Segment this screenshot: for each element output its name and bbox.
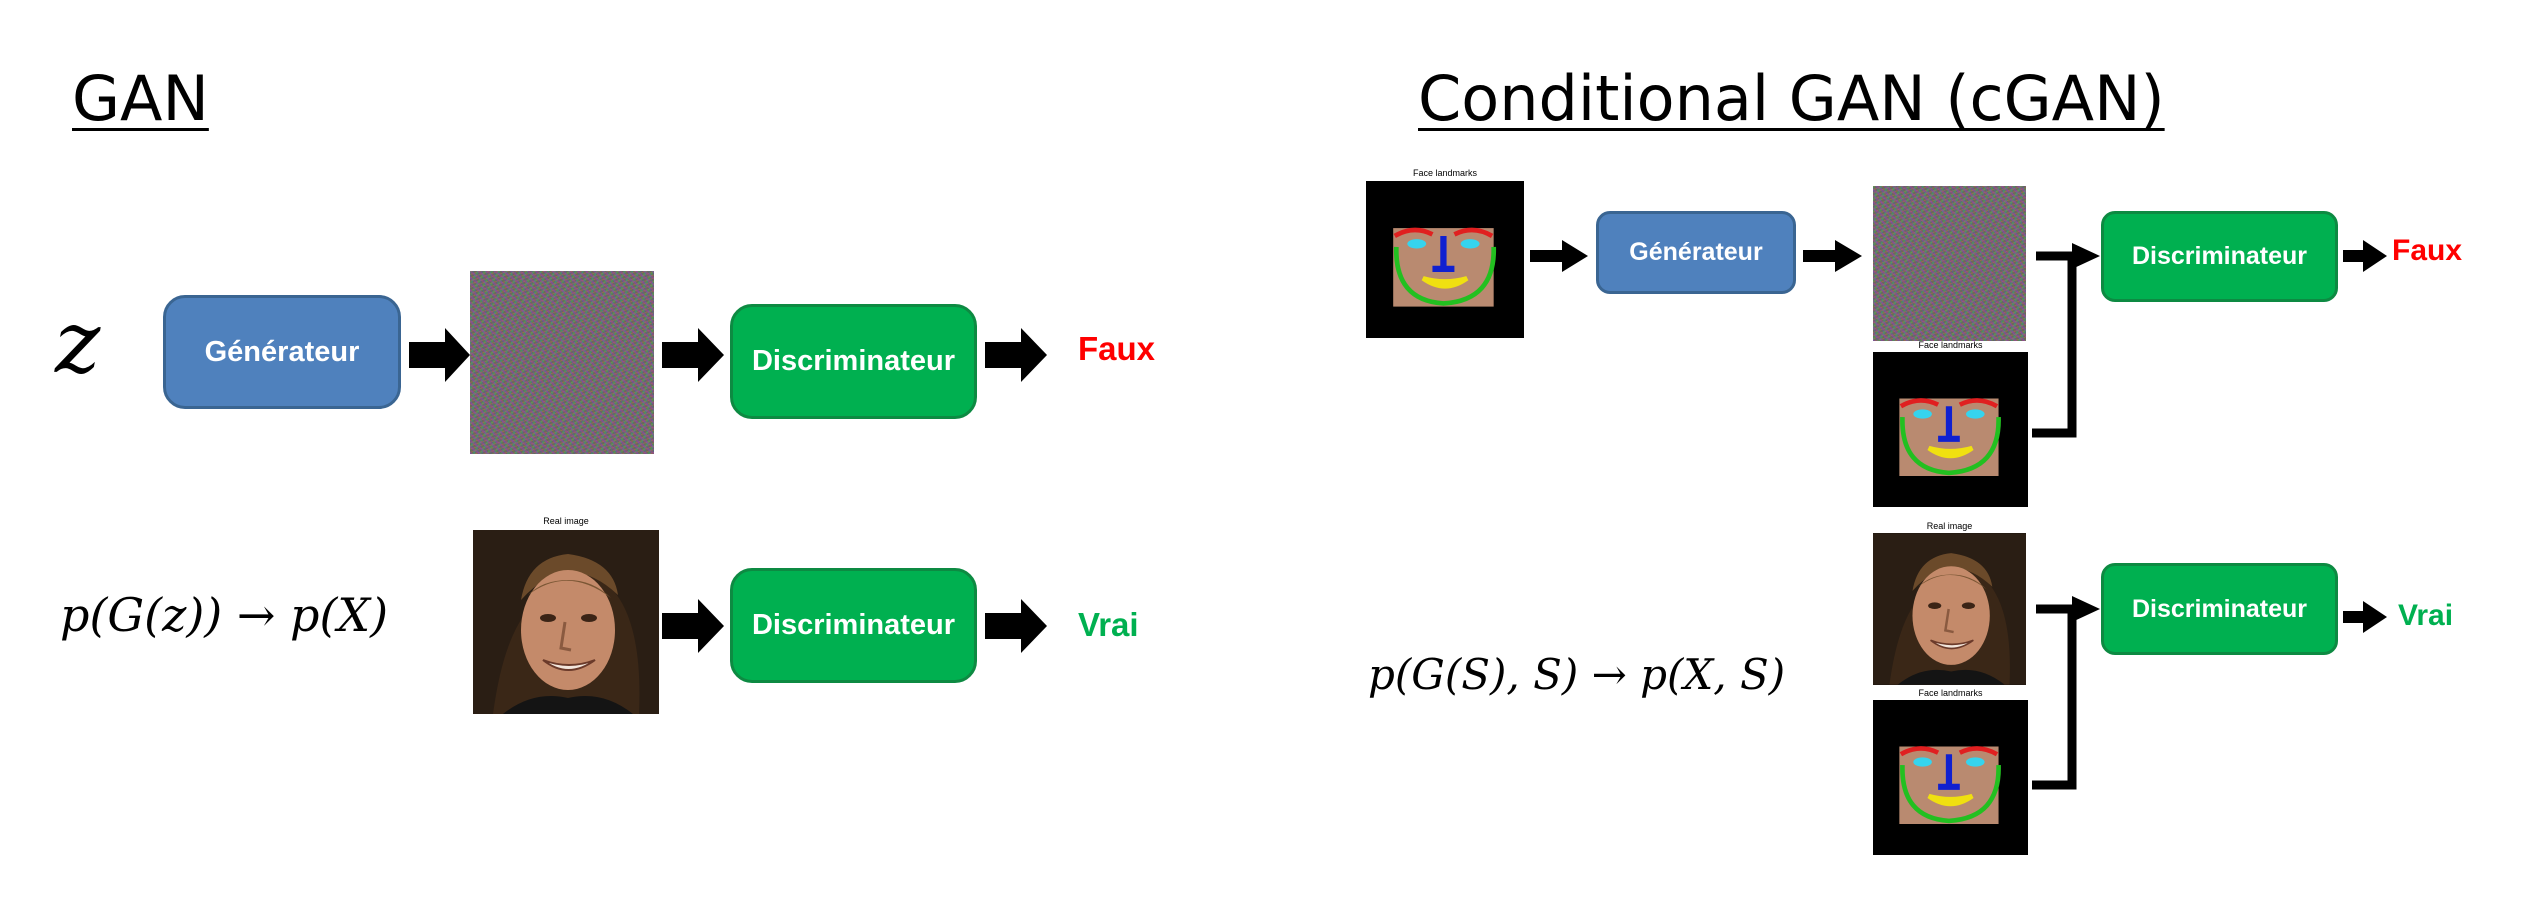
real-image-caption: Real image	[543, 516, 589, 526]
landmarks-top-caption: Face landmarks	[1918, 340, 1983, 350]
connector-landmarks-merge-bottom	[2032, 609, 2077, 790]
arrow-discriminator-to-real-right	[2343, 601, 2387, 633]
discriminator-bottom-box: Discriminateur	[730, 568, 977, 683]
cgan-output-fake-label: Faux	[2392, 234, 2463, 267]
cgan-discriminator-top-box: Discriminateur	[2101, 211, 2338, 302]
arrow-discriminator-to-real	[985, 599, 1047, 653]
generator-box: Générateur	[163, 295, 401, 409]
arrowhead-merge-bottom	[2072, 596, 2100, 622]
landmarks-bottom-image	[1873, 700, 2028, 855]
arrow-generator-to-noise	[409, 328, 470, 382]
cgan-real-face-image	[1873, 533, 2026, 685]
gan-title: GAN	[72, 62, 209, 135]
landmarks-top-image	[1873, 352, 2028, 507]
cgan-real-image-caption: Real image	[1926, 521, 1973, 531]
z-symbol: z	[55, 293, 101, 393]
real-face-image	[473, 530, 659, 714]
landmarks-input-image	[1366, 181, 1524, 338]
discriminator-top-box: Discriminateur	[730, 304, 977, 419]
generated-noise-image	[470, 271, 654, 454]
arrow-noise-to-discriminator	[662, 328, 724, 382]
landmarks-bottom-caption: Face landmarks	[1918, 688, 1983, 698]
cgan-formula: p(G(S), S) → p(X, S)	[1368, 650, 1786, 699]
arrow-discriminator-to-fake-right	[2343, 240, 2387, 272]
cgan-discriminator-bottom-box: Discriminateur	[2101, 563, 2338, 655]
cgan-title: Conditional GAN (cGAN)	[1418, 62, 2165, 135]
landmarks-input-caption: Face landmarks	[1412, 168, 1478, 178]
cgan-output-real-label: Vrai	[2398, 599, 2454, 632]
arrow-generator-to-noise-right	[1803, 240, 1862, 272]
cgan-generated-noise-image	[1873, 186, 2026, 341]
arrowhead-merge-top	[2072, 243, 2100, 269]
arrow-landmarks-to-generator	[1530, 240, 1588, 272]
output-real-label: Vrai	[1078, 606, 1139, 643]
connector-landmarks-merge-top	[2032, 256, 2077, 438]
arrow-real-to-discriminator	[662, 599, 724, 653]
arrow-discriminator-to-fake	[985, 328, 1047, 382]
cgan-generator-box: Générateur	[1596, 211, 1796, 294]
output-fake-label: Faux	[1078, 330, 1156, 367]
gan-formula: p(G(z)) → p(X)	[60, 588, 389, 642]
